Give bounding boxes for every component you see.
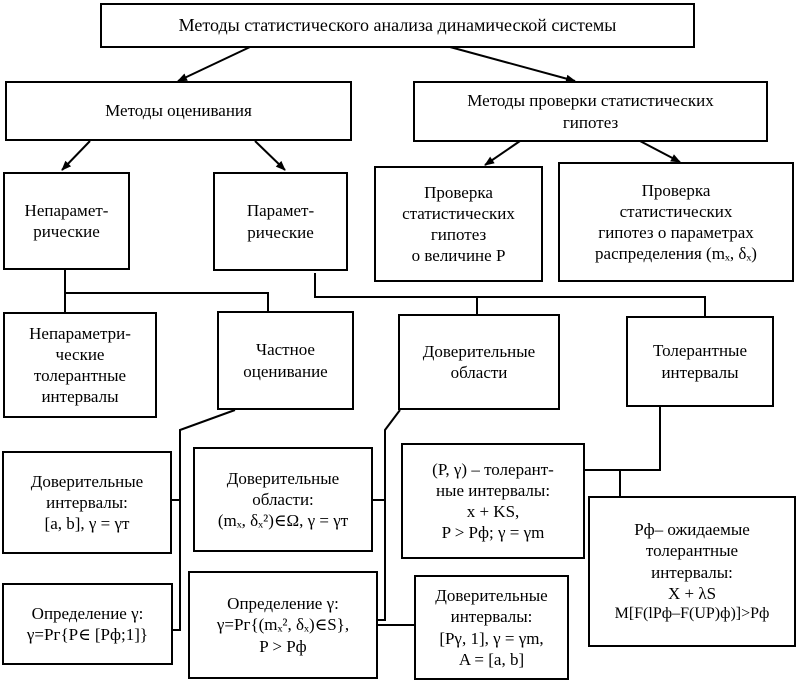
conf-reg-line-1: Доверительные (226, 468, 340, 488)
title-box: Методы статистического анализа динамичес… (100, 3, 695, 48)
nonparametric-line-2: рические (33, 222, 100, 241)
nonparametric-tolerant-box: Непараметри- ческие толерантные интервал… (3, 312, 157, 418)
arrow-estimation-to-nonparametric (61, 140, 91, 171)
hypothesis-line-1: Методы проверки статистических (467, 91, 714, 111)
line-point-to-left (173, 409, 236, 631)
title-text: Методы статистического анализа динамичес… (178, 15, 617, 36)
arrow-hypothesis-to-hyp-P (484, 140, 521, 166)
conf-reg-line-3: (mₓ, δₓ²)∈Ω, γ = γт (217, 511, 349, 531)
nonparametric-line-1: Непарамет- (24, 200, 109, 220)
gamma-definition-left-box: Определение γ: γ=Pг{P∈ [Pф;1]} (2, 583, 173, 665)
tol-pg-line-4: P > Pф; γ = γm (441, 523, 545, 543)
expected-tol-line-4: X + λS (667, 583, 717, 603)
tolerant-intervals-box: Толерантные интервалы (626, 316, 774, 407)
confidence-intervals-bottom-box: Доверительные интервалы: [Pγ, 1], γ = γm… (414, 575, 569, 680)
arrow-title-to-estimation (177, 46, 251, 82)
hypothesis-params-box: Проверка статистических гипотез о параме… (558, 162, 794, 282)
hypothesis-line-2: гипотез (562, 112, 619, 132)
parametric-line-1: Парамет- (246, 201, 315, 221)
def-gamma-mid-line-3: P > Pф (259, 636, 307, 656)
hypothesis-box: Методы проверки статистических гипотез (413, 81, 768, 142)
hyp-params-line-1: Проверка (641, 180, 711, 200)
conf-int-line-3: [a, b], γ = γт (44, 514, 130, 534)
line-conf-to-mid (378, 409, 401, 621)
hyp-params-line-4: распределения (mₓ, δₓ) (595, 244, 757, 264)
expected-tolerant-box: Pф– ожидаемые толерантные интервалы: X +… (588, 496, 796, 647)
conf-int-line-1: Доверительные (30, 471, 144, 491)
point-estimation-box: Частное оценивание (217, 311, 354, 410)
conf-regions-line-2: области (450, 363, 508, 382)
def-gamma-mid-line-2: γ=Pг{(mₓ², δₓ)∈S}, (216, 615, 350, 635)
gamma-definition-mid-box: Определение γ: γ=Pг{(mₓ², δₓ)∈S}, P > Pф (188, 571, 378, 679)
hyp-P-line-1: Проверка (424, 182, 493, 202)
expected-tol-line-2: толерантные (645, 541, 739, 561)
tol-intervals-line-1: Толерантные (652, 341, 748, 361)
def-gamma-mid-line-1: Определение γ: (227, 594, 339, 614)
def-gamma-left-line-2: γ=Pг{P∈ [Pф;1]} (26, 625, 149, 644)
expected-tol-line-5: M[F(lPф–F(UP)ф)]>Pф (614, 605, 770, 622)
estimation-text: Методы оценивания (105, 101, 252, 121)
conf-int-bottom-line-1: Доверительные (435, 586, 548, 605)
conf-reg-line-2: области: (252, 489, 314, 509)
tol-pg-line-2: ные интервалы: (435, 480, 551, 500)
nonparam-tol-line-3: толерантные (33, 366, 127, 385)
point-est-line-2: оценивание (243, 361, 328, 381)
parametric-box: Парамет- рические (213, 172, 348, 271)
nonparam-tol-line-2: ческие (55, 344, 105, 364)
hyp-P-line-3: гипотез (430, 225, 487, 244)
tolerant-pg-box: (P, γ) – толерант- ные интервалы: x + KS… (401, 443, 585, 559)
arrow-hypothesis-to-hyp-params (639, 140, 681, 163)
hypothesis-P-box: Проверка статистических гипотез о величи… (374, 166, 543, 282)
confidence-intervals-box: Доверительные интервалы: [a, b], γ = γт (2, 451, 172, 554)
def-gamma-left-line-1: Определение γ: (31, 603, 144, 623)
nonparam-tol-line-1: Непараметри- (29, 323, 131, 343)
conf-int-line-2: интервалы: (46, 492, 128, 512)
estimation-box: Методы оценивания (5, 81, 352, 141)
tol-intervals-line-2: интервалы (661, 362, 739, 382)
hyp-params-line-2: статистических (619, 201, 733, 221)
arrow-estimation-to-parametric (254, 140, 286, 171)
hyp-P-line-4: о величине P (411, 246, 506, 266)
tol-pg-line-1: (P, γ) – толерант- (432, 459, 554, 479)
tol-pg-line-3: x + KS, (466, 502, 520, 521)
arrow-title-to-hypothesis (449, 46, 576, 83)
line-tol-to-pg (585, 407, 661, 471)
confidence-regions-detail-box: Доверительные области: (mₓ, δₓ²)∈Ω, γ = … (193, 447, 373, 552)
line-nonparam-branch (64, 270, 269, 311)
nonparametric-box: Непарамет- рические (3, 172, 130, 270)
expected-tol-line-1: Pф– ожидаемые (634, 520, 750, 539)
expected-tol-line-3: интервалы: (651, 562, 733, 582)
hyp-P-line-2: статистических (402, 203, 515, 223)
confidence-regions-box: Доверительные области (398, 314, 560, 410)
conf-int-bottom-line-3: [Pγ, 1], γ = γm, (439, 628, 544, 648)
hyp-params-line-3: гипотез о параметрах (598, 223, 754, 242)
conf-regions-line-1: Доверительные (422, 341, 536, 361)
parametric-line-2: рические (247, 222, 314, 242)
point-est-line-1: Частное (256, 340, 315, 360)
nonparam-tol-line-4: интервалы (41, 387, 119, 407)
conf-int-bottom-line-2: интервалы: (450, 607, 533, 627)
line-param-branch (314, 273, 706, 316)
conf-int-bottom-line-4: A = [a, b] (458, 649, 525, 669)
